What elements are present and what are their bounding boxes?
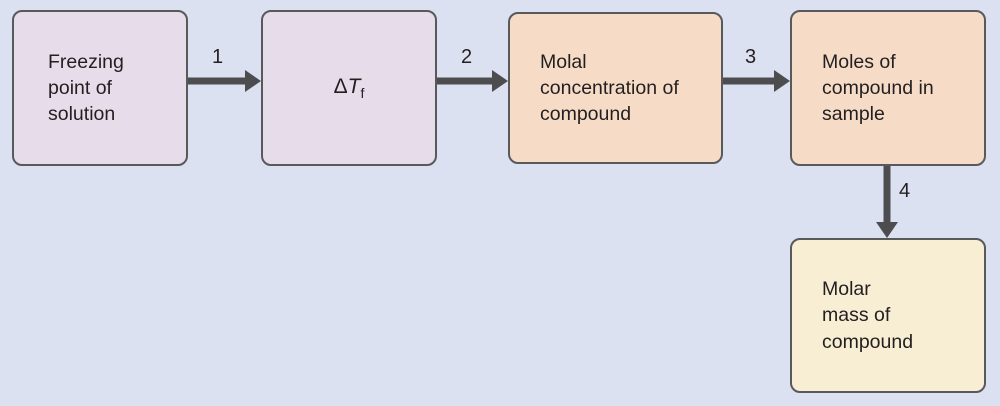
node-molal-concentration-label: Molal concentration of compound	[540, 50, 679, 126]
subscript-f: f	[360, 85, 365, 102]
arrow-4	[876, 166, 898, 238]
arrow-3-label: 3	[745, 46, 757, 68]
node-moles-of-compound: Moles of compound in sample	[790, 10, 986, 166]
arrow-4-label: 4	[899, 180, 911, 202]
arrow-2	[437, 70, 508, 92]
arrow-1	[188, 70, 261, 92]
node-delta-tf-label: ΔTf	[263, 73, 435, 103]
arrow-down-icon	[876, 222, 898, 238]
node-freezing-point-label: Freezing point of solution	[48, 50, 124, 126]
arrow-2-shaft	[437, 77, 496, 85]
arrow-right-icon	[245, 70, 261, 92]
delta-symbol: Δ	[333, 75, 348, 99]
arrow-3-shaft	[723, 77, 778, 85]
arrow-right-icon	[774, 70, 790, 92]
arrow-1-shaft	[188, 77, 249, 85]
node-molar-mass-label: Molar mass of compound	[822, 278, 914, 353]
arrow-right-icon	[492, 70, 508, 92]
node-delta-tf: ΔTf	[261, 10, 437, 166]
node-molar-mass: Molar mass of compound	[790, 238, 986, 393]
arrow-4-shaft	[883, 166, 891, 226]
node-moles-of-compound-label: Moles of compound in sample	[822, 50, 934, 126]
arrow-1-label: 1	[212, 46, 224, 68]
node-molal-concentration: Molal concentration of compound	[508, 12, 723, 164]
temperature-symbol: T	[347, 75, 361, 99]
arrow-2-label: 2	[461, 46, 473, 68]
arrow-3	[723, 70, 790, 92]
node-freezing-point: Freezing point of solution	[12, 10, 188, 166]
